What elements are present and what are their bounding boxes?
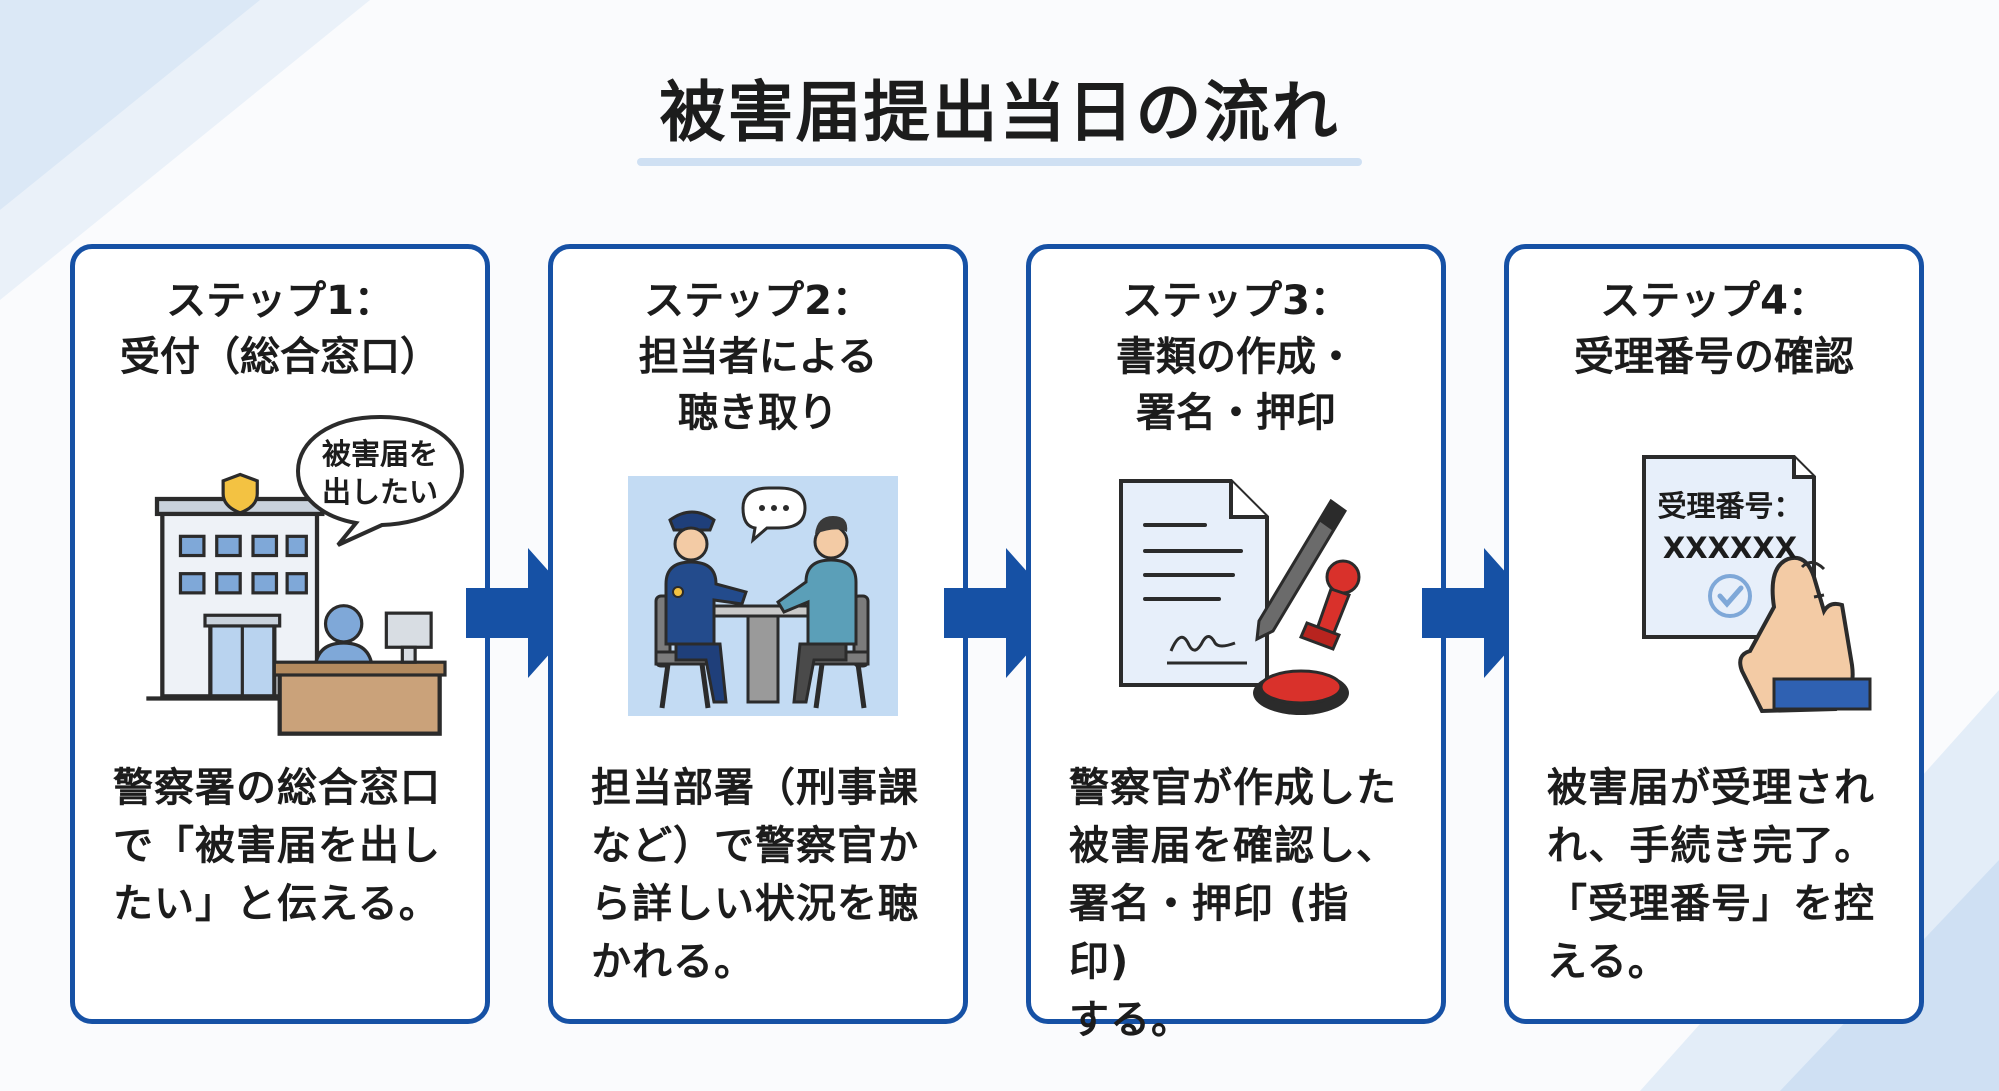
title-underline xyxy=(637,158,1362,166)
step-desc-4: 被害届が受理され れ、手続き完了。 「受理番号」を控 える。 xyxy=(1547,765,1876,985)
step-title-3: ステップ3： 書類の作成・ 署名・押印 xyxy=(1116,278,1356,436)
interview-scene-icon xyxy=(628,476,898,716)
receipt-text: 受理番号： XXXXXX xyxy=(1657,489,1803,565)
police-station-icon xyxy=(146,472,447,736)
step-desc-2: 担当部署（刑事課 など）で警察官か ら詳しい状況を聴 かれる。 xyxy=(591,765,919,985)
step-card-3: ステップ3： 書類の作成・ 署名・押印 警察官が作成した 被害届を確認し、 署名… xyxy=(1026,244,1446,1043)
speech-bubble-icon xyxy=(295,414,465,547)
check-icon xyxy=(1708,574,1752,618)
speech-text: 被害届を 出したい xyxy=(321,437,438,509)
page-title: 被害届提出当日の流れ xyxy=(659,74,1340,151)
receipt-hand-icon xyxy=(1642,455,1872,714)
step-card-4: ステップ4： 受理番号の確認 受理番号： XXXXXX 被害届が受理され れ、手… xyxy=(1504,244,1924,1024)
step-title-1: ステップ1： 受付（総合窓口） xyxy=(120,278,440,380)
step-card-1: ステップ1： 受付（総合窓口） 被害届を 出したい 警察署の総合窓口 で「被害届… xyxy=(70,244,490,1024)
document-pen-stamp-icon xyxy=(1119,479,1361,715)
step-title-4: ステップ4： 受理番号の確認 xyxy=(1574,278,1854,380)
step-desc-1: 警察署の総合窓口 で「被害届を出し たい」と伝える。 xyxy=(113,765,441,927)
step-desc-3: 警察官が作成した 被害届を確認し、 署名・押印 (指印) する。 xyxy=(1069,765,1397,1043)
step-card-2: ステップ2： 担当者による 聴き取り 担当部署（刑事課 など）で警察官か xyxy=(548,244,968,1024)
step-title-2: ステップ2： 担当者による 聴き取り xyxy=(638,278,878,436)
